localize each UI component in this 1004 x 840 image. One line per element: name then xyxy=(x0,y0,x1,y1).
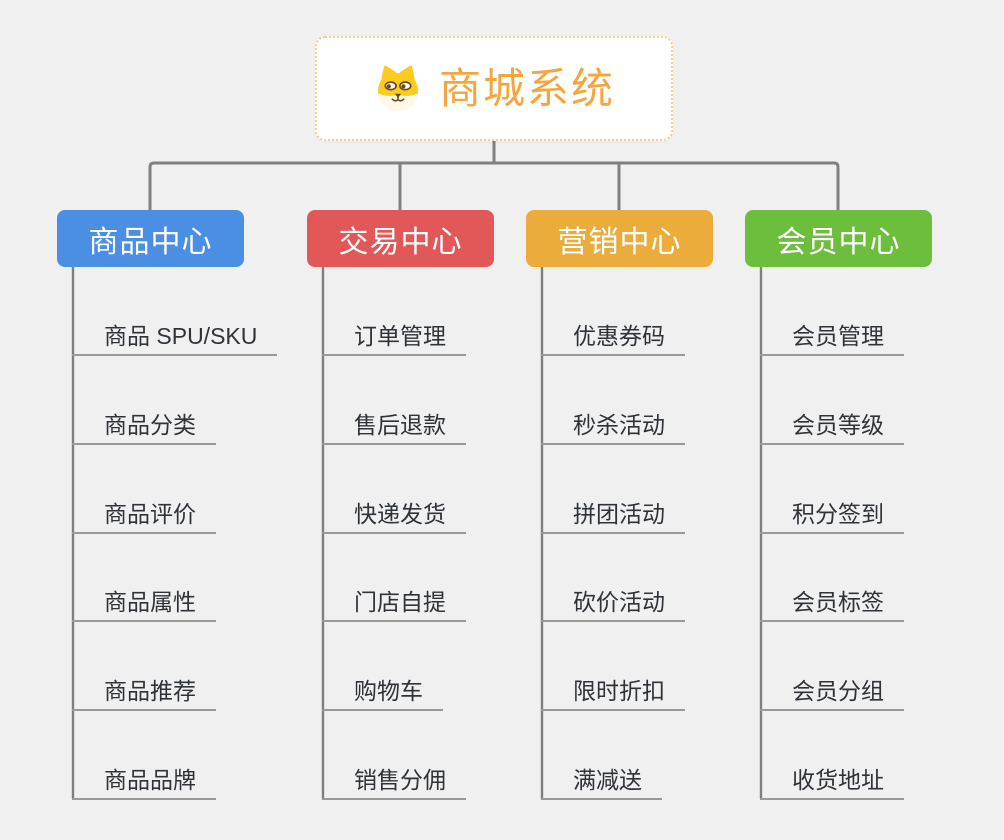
leaf-node[interactable]: 会员标签 xyxy=(760,584,904,622)
leaf-node[interactable]: 商品属性 xyxy=(72,584,216,622)
branch-node-product-center[interactable]: 商品中心 xyxy=(57,210,244,267)
leaf-node[interactable]: 订单管理 xyxy=(322,318,466,356)
leaf-node[interactable]: 商品评价 xyxy=(72,496,216,534)
leaf-node[interactable]: 积分签到 xyxy=(760,496,904,534)
branch-rail xyxy=(148,161,840,210)
branch-node-marketing-center[interactable]: 营销中心 xyxy=(526,210,713,267)
leaf-node[interactable]: 会员分组 xyxy=(760,673,904,711)
leaf-node[interactable]: 商品品牌 xyxy=(72,762,216,800)
leaf-node[interactable]: 售后退款 xyxy=(322,407,466,445)
branch-node-member-center[interactable]: 会员中心 xyxy=(745,210,932,267)
leaf-node[interactable]: 砍价活动 xyxy=(541,584,685,622)
root-node-mall-system[interactable]: 商城系统 xyxy=(315,36,673,141)
leaf-node[interactable]: 收货地址 xyxy=(760,762,904,800)
leaf-node[interactable]: 商品分类 xyxy=(72,407,216,445)
leaf-node[interactable]: 会员管理 xyxy=(760,318,904,356)
leaf-node[interactable]: 购物车 xyxy=(322,673,443,711)
leaf-node[interactable]: 满减送 xyxy=(541,762,662,800)
leaf-node[interactable]: 秒杀活动 xyxy=(541,407,685,445)
leaf-node[interactable]: 会员等级 xyxy=(760,407,904,445)
leaf-node[interactable]: 限时折扣 xyxy=(541,673,685,711)
leaf-node[interactable]: 快递发货 xyxy=(322,496,466,534)
leaf-node[interactable]: 销售分佣 xyxy=(322,762,466,800)
leaf-node[interactable]: 门店自提 xyxy=(322,584,466,622)
leaf-node[interactable]: 优惠券码 xyxy=(541,318,685,356)
root-node-label: 商城系统 xyxy=(438,64,615,112)
dog-face-icon xyxy=(373,64,423,114)
leaf-node[interactable]: 商品推荐 xyxy=(72,673,216,711)
leaf-node[interactable]: 拼团活动 xyxy=(541,496,685,534)
branch-node-trade-center[interactable]: 交易中心 xyxy=(307,210,494,267)
leaf-node[interactable]: 商品 SPU/SKU xyxy=(72,318,278,356)
